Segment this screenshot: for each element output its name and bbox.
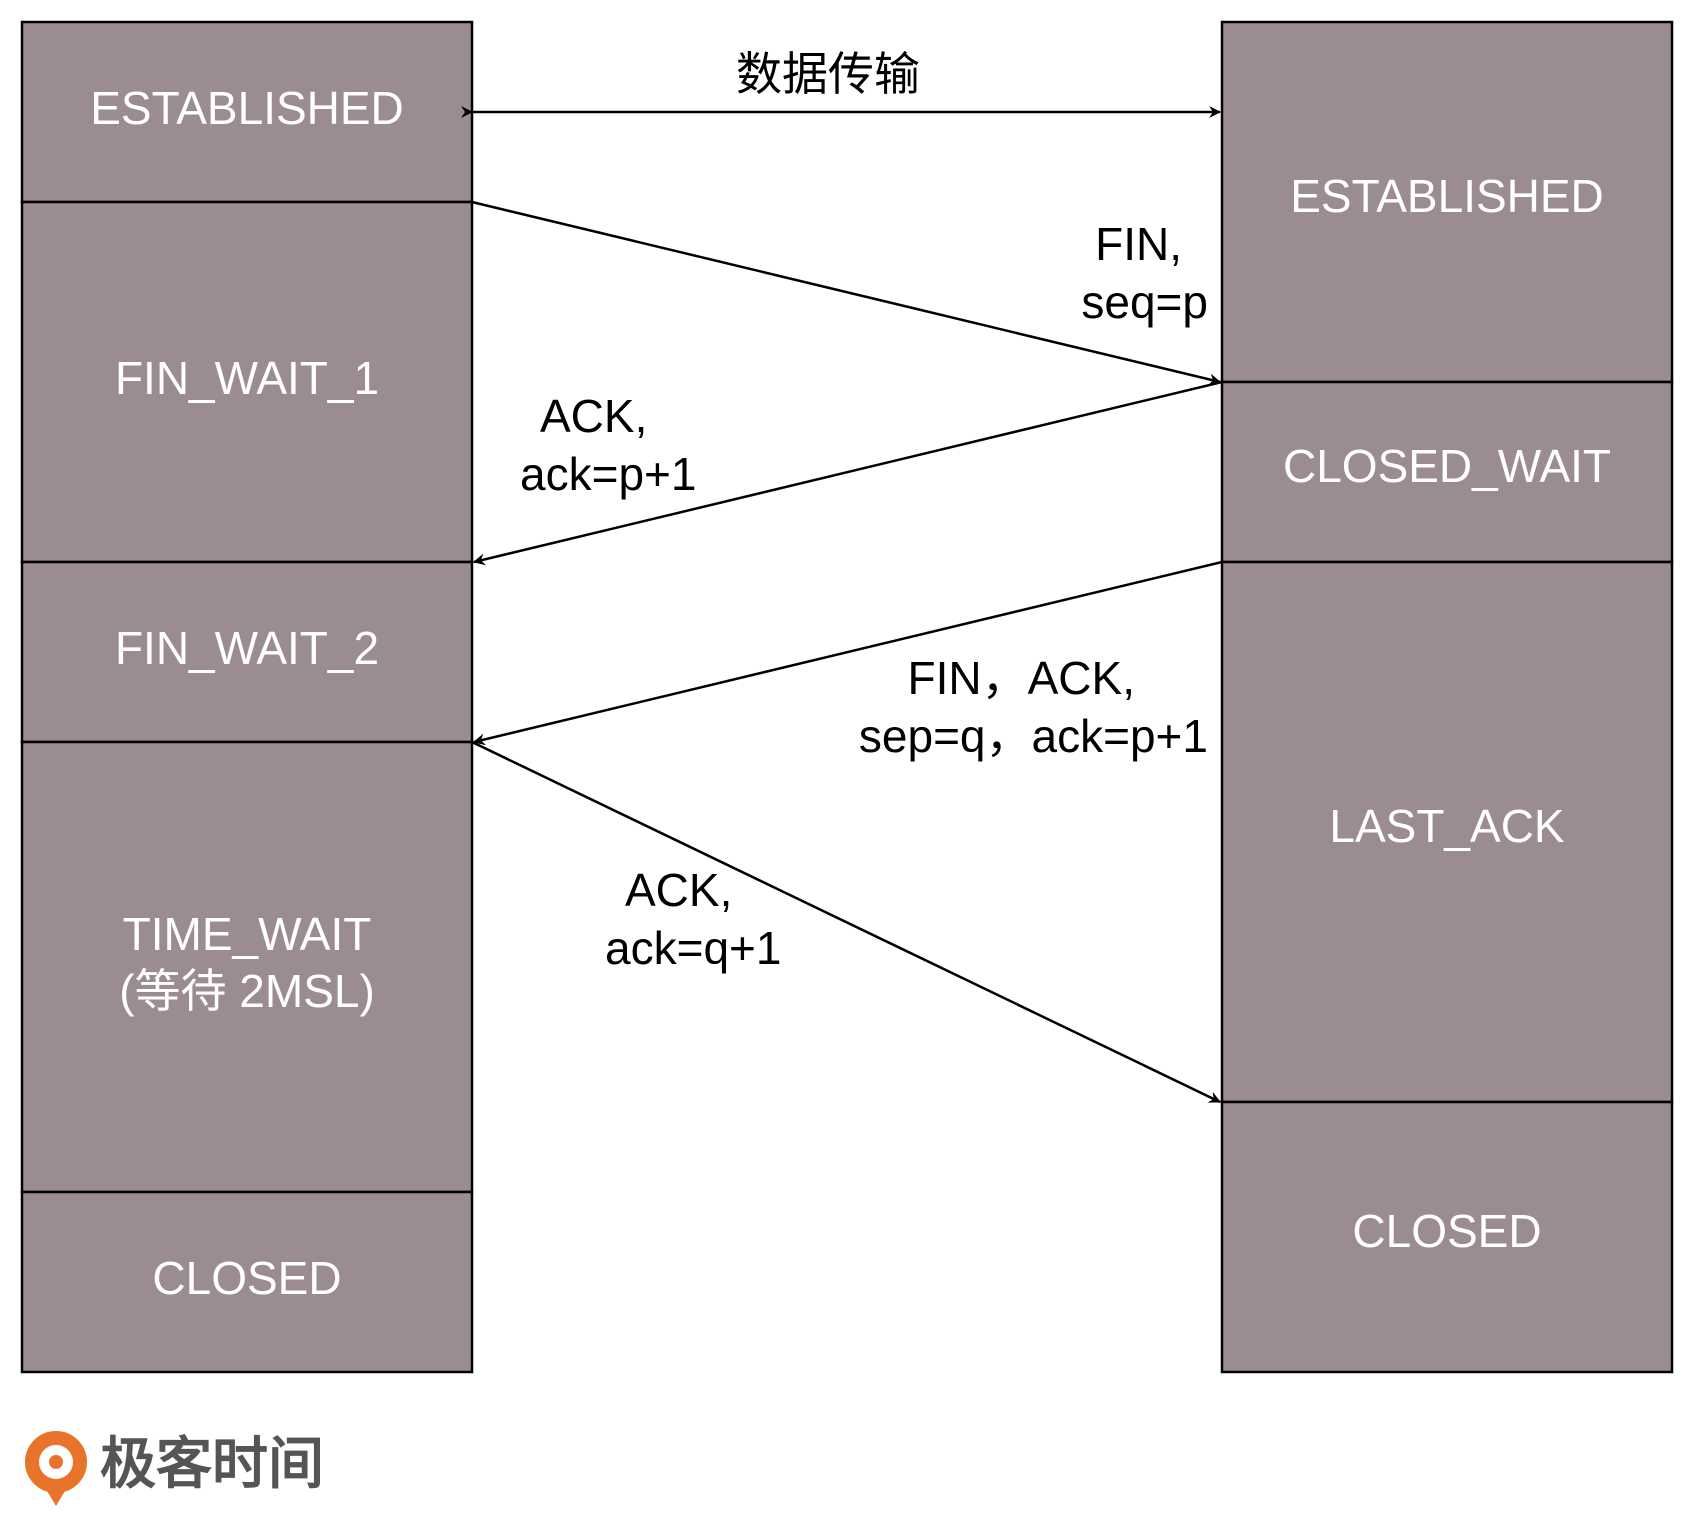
fin-label-line2: seq=p (1081, 276, 1208, 328)
fin-ack-arrow (473, 560, 1223, 746)
left-state-time-wait: TIME_WAIT (等待 2MSL) (20, 740, 474, 1194)
logo: 极客时间 (25, 1431, 324, 1506)
left-state-fin-wait-2-label: FIN_WAIT_2 (115, 622, 379, 674)
final-ack-label-line2: ack=q+1 (605, 922, 781, 974)
right-state-established: ESTABLISHED (1220, 20, 1674, 384)
left-state-time-wait-sublabel: (等待 2MSL) (119, 965, 375, 1017)
data-transfer-label: 数据传输 (736, 48, 920, 100)
left-column: ESTABLISHED FIN_WAIT_1 FIN_WAIT_2 TIME_W… (20, 20, 474, 1374)
right-column: ESTABLISHED CLOSED_WAIT LAST_ACK CLOSED (1220, 20, 1674, 1374)
ack-label-line1: ACK, (540, 390, 647, 442)
message-labels: 数据传输 FIN, seq=p ACK, ack=p+1 FIN，ACK, se… (520, 48, 1208, 974)
ack-arrow (473, 380, 1223, 566)
left-state-established-label: ESTABLISHED (90, 82, 404, 134)
fin-ack-label-line1: FIN，ACK, (908, 652, 1135, 704)
right-state-last-ack: LAST_ACK (1220, 560, 1674, 1104)
geektime-logo-icon (25, 1431, 87, 1506)
final-ack-arrow (471, 740, 1221, 1104)
right-state-closed-wait: CLOSED_WAIT (1220, 380, 1674, 564)
left-state-established: ESTABLISHED (20, 20, 474, 204)
left-state-fin-wait-2: FIN_WAIT_2 (20, 560, 474, 744)
left-state-time-wait-label: TIME_WAIT (123, 908, 372, 960)
arrows (461, 106, 1223, 1104)
fin-ack-label-line2: sep=q，ack=p+1 (859, 710, 1208, 762)
right-state-closed: CLOSED (1220, 1100, 1674, 1374)
right-state-closed-label: CLOSED (1352, 1205, 1541, 1257)
right-state-last-ack-label: LAST_ACK (1329, 800, 1565, 852)
left-state-fin-wait-1-label: FIN_WAIT_1 (115, 352, 379, 404)
fin-label-line1: FIN, (1095, 218, 1182, 270)
right-state-established-label: ESTABLISHED (1290, 170, 1604, 222)
left-state-closed: CLOSED (20, 1190, 474, 1374)
fin-arrow (471, 200, 1221, 386)
left-state-closed-label: CLOSED (152, 1252, 341, 1304)
right-state-closed-wait-label: CLOSED_WAIT (1283, 440, 1611, 492)
logo-text: 极客时间 (100, 1432, 324, 1497)
ack-label-line2: ack=p+1 (520, 448, 696, 500)
left-state-fin-wait-1: FIN_WAIT_1 (20, 200, 474, 564)
final-ack-label-line1: ACK, (625, 864, 732, 916)
